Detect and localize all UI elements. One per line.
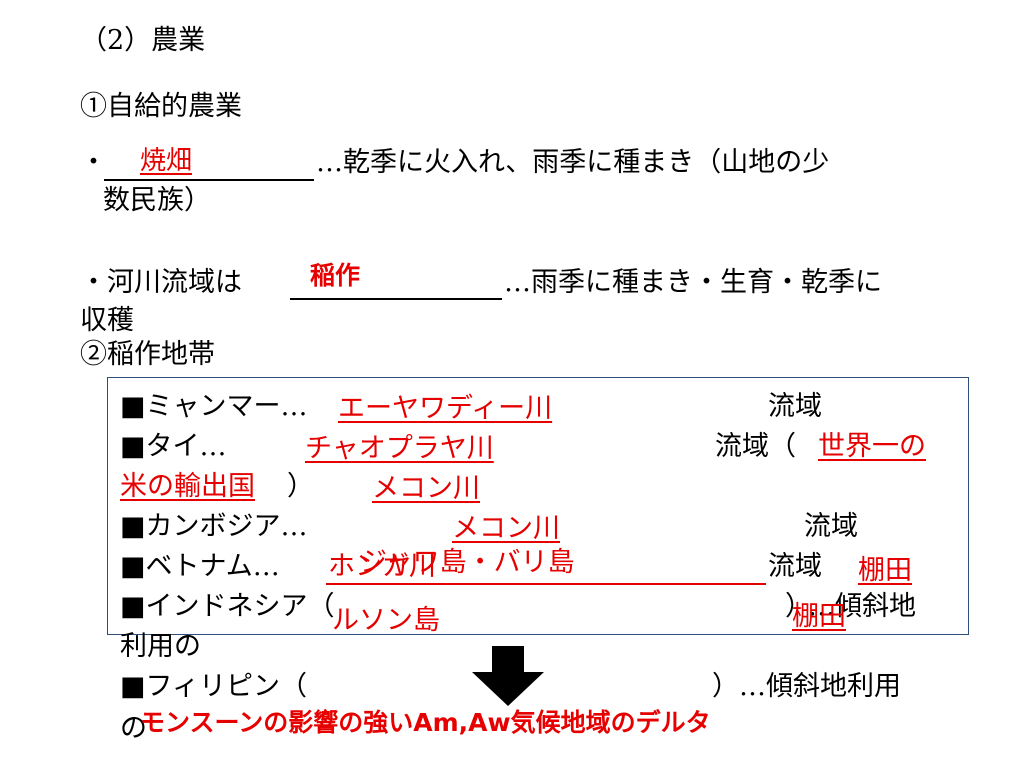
down-arrow-icon xyxy=(472,646,544,706)
vietnam-suffix: 流域 xyxy=(768,551,822,582)
answer-blank xyxy=(104,179,314,181)
myanmar-suffix: 流域 xyxy=(768,391,822,422)
answer-terraced-fields-2: 棚田 xyxy=(792,601,846,632)
answer-chao-phraya: チャオプラヤ川 xyxy=(305,433,494,464)
subsection-title-2: ②稲作地帯 xyxy=(80,339,215,370)
myanmar-label: ■ミャンマー… xyxy=(120,391,308,422)
cambodia-suffix: 流域 xyxy=(804,511,858,542)
indonesia-cont: 利用の xyxy=(120,631,201,662)
answer-world-top: 世界一の xyxy=(818,431,926,462)
thai-label: ■タイ… xyxy=(120,431,227,462)
bullet-1-text-cont: 数民族） xyxy=(103,185,211,216)
bullet-1-text: …乾季に火入れ、雨季に種まき（山地の少 xyxy=(316,147,830,178)
answer-irrawaddy: エーヤワディー川 xyxy=(338,393,553,424)
answer-mekong-1: メコン川 xyxy=(372,473,480,504)
indonesia-slope: …傾斜地 xyxy=(808,591,916,622)
philippines-cont: の xyxy=(120,713,147,744)
answer-underline xyxy=(326,583,766,585)
indonesia-label: ■インドネシア（ xyxy=(120,591,335,622)
indonesia-close: ） xyxy=(785,591,812,622)
thai-suffix: 流域（ xyxy=(715,431,796,462)
section-heading: （2）農業 xyxy=(80,25,206,56)
vietnam-label: ■ベトナム… xyxy=(120,551,280,582)
answer-java-bali: ジャワ島・バリ島 xyxy=(360,547,575,578)
rice-region-box xyxy=(107,377,969,635)
answer-luzon: ルソン島 xyxy=(332,605,440,636)
bullet-2-text-cont: 収穫 xyxy=(80,305,134,336)
answer-slash-and-burn: 焼畑 xyxy=(140,146,193,176)
bullet-marker: ・ xyxy=(80,147,107,178)
philippines-close: ）…傾斜地利用 xyxy=(712,671,901,702)
answer-terraced-fields-1: 棚田 xyxy=(858,555,912,586)
answer-mekong-2: メコン川 xyxy=(452,513,560,544)
bullet-2-text: …雨季に種まき・生育・乾季に xyxy=(504,267,882,298)
subsection-title-1: ①自給的農業 xyxy=(80,91,242,122)
answer-rice-exporter: 米の輸出国 xyxy=(120,471,255,502)
footer-note: モンスーンの影響の強いAm,Aw気候地域のデルタ xyxy=(140,708,711,737)
bullet-2-prefix: ・河川流域は xyxy=(80,267,242,298)
answer-rice: 稲作 xyxy=(310,261,361,290)
philippines-label: ■フィリピン（ xyxy=(120,671,307,702)
cambodia-label: ■カンボジア… xyxy=(120,511,308,542)
thai-close: ） xyxy=(287,471,314,502)
answer-blank xyxy=(290,298,502,300)
answer-hong-river: ホンガ川 xyxy=(328,551,436,582)
